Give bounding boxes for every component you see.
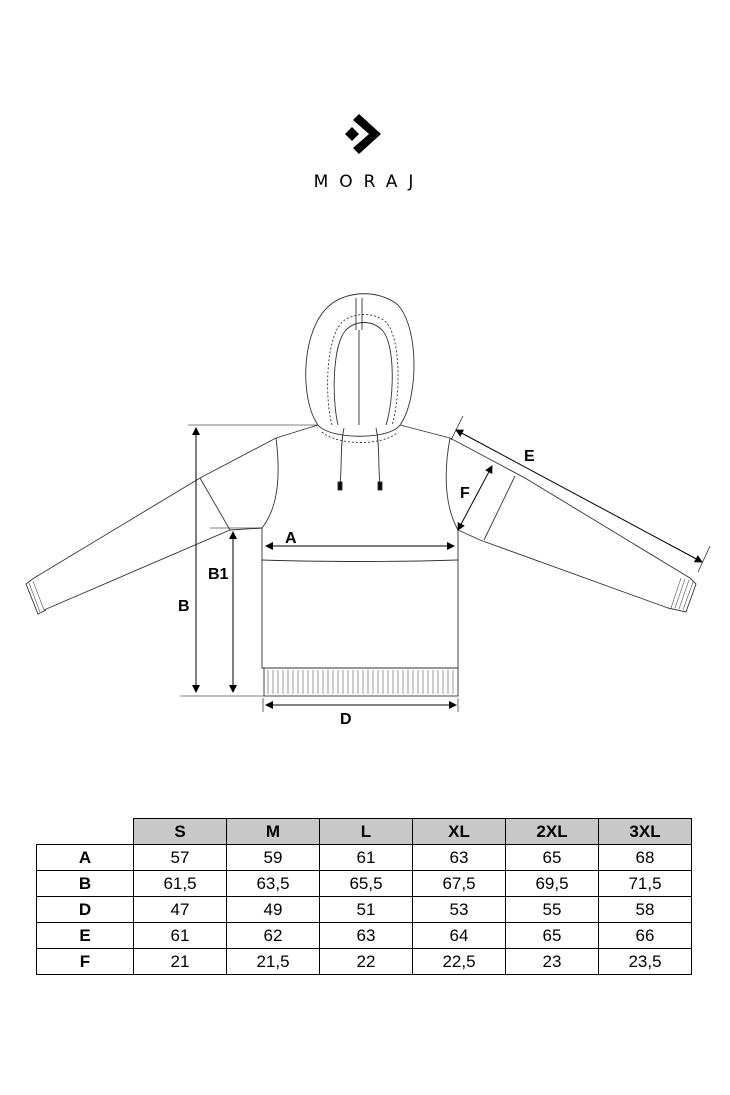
table-row: E 61 62 63 64 65 66 bbox=[36, 922, 692, 949]
table-cell: 22 bbox=[319, 948, 413, 975]
table-cell: 67,5 bbox=[412, 870, 506, 897]
size-col-2xl: 2XL bbox=[505, 818, 599, 845]
row-label: F bbox=[36, 948, 134, 975]
table-cell: 65,5 bbox=[319, 870, 413, 897]
label-f: F bbox=[460, 485, 470, 502]
size-table-corner bbox=[36, 818, 134, 845]
size-table: S M L XL 2XL 3XL A 57 59 61 63 65 68 B 6… bbox=[36, 818, 692, 975]
table-cell: 65 bbox=[505, 922, 599, 949]
measure-line-f bbox=[457, 465, 493, 531]
table-cell: 51 bbox=[319, 896, 413, 923]
row-label: D bbox=[36, 896, 134, 923]
table-cell: 63 bbox=[412, 844, 506, 871]
table-cell: 64 bbox=[412, 922, 506, 949]
table-cell: 69,5 bbox=[505, 870, 599, 897]
table-cell: 61,5 bbox=[133, 870, 227, 897]
table-cell: 68 bbox=[598, 844, 692, 871]
table-cell: 71,5 bbox=[598, 870, 692, 897]
measure-line-e bbox=[455, 429, 703, 563]
table-cell: 63 bbox=[319, 922, 413, 949]
size-col-xl: XL bbox=[412, 818, 506, 845]
table-cell: 66 bbox=[598, 922, 692, 949]
label-b1: B1 bbox=[208, 566, 229, 583]
table-cell: 57 bbox=[133, 844, 227, 871]
ribbing bbox=[28, 577, 694, 694]
hoodie-outline bbox=[25, 293, 697, 697]
label-a: A bbox=[285, 530, 297, 547]
row-label: E bbox=[36, 922, 134, 949]
table-cell: 21 bbox=[133, 948, 227, 975]
table-row: D 47 49 51 53 55 58 bbox=[36, 896, 692, 923]
table-cell: 22,5 bbox=[412, 948, 506, 975]
table-cell: 61 bbox=[319, 844, 413, 871]
measurement-lines bbox=[180, 415, 711, 712]
table-cell: 62 bbox=[226, 922, 320, 949]
size-col-3xl: 3XL bbox=[598, 818, 692, 845]
table-row: A 57 59 61 63 65 68 bbox=[36, 844, 692, 871]
brand-logo bbox=[0, 112, 730, 156]
table-cell: 23,5 bbox=[598, 948, 692, 975]
label-b: B bbox=[178, 598, 190, 615]
hoodie-measurement-diagram: A B B1 D E F bbox=[25, 293, 711, 728]
table-cell: 49 bbox=[226, 896, 320, 923]
label-e: E bbox=[524, 448, 535, 465]
table-cell: 55 bbox=[505, 896, 599, 923]
table-row: B 61,5 63,5 65,5 67,5 69,5 71,5 bbox=[36, 870, 692, 897]
size-col-s: S bbox=[133, 818, 227, 845]
brand-name: MORAJ bbox=[313, 172, 425, 192]
table-cell: 61 bbox=[133, 922, 227, 949]
table-cell: 21,5 bbox=[226, 948, 320, 975]
table-cell: 53 bbox=[412, 896, 506, 923]
table-cell: 59 bbox=[226, 844, 320, 871]
moraj-arrow-logo-icon bbox=[345, 114, 381, 154]
size-col-m: M bbox=[226, 818, 320, 845]
label-d: D bbox=[340, 711, 352, 728]
table-cell: 23 bbox=[505, 948, 599, 975]
table-row: F 21 21,5 22 22,5 23 23,5 bbox=[36, 948, 692, 975]
table-cell: 47 bbox=[133, 896, 227, 923]
size-table-header: S M L XL 2XL 3XL bbox=[36, 818, 692, 845]
table-cell: 65 bbox=[505, 844, 599, 871]
size-col-l: L bbox=[319, 818, 413, 845]
row-label: B bbox=[36, 870, 134, 897]
table-cell: 63,5 bbox=[226, 870, 320, 897]
table-cell: 58 bbox=[598, 896, 692, 923]
row-label: A bbox=[36, 844, 134, 871]
